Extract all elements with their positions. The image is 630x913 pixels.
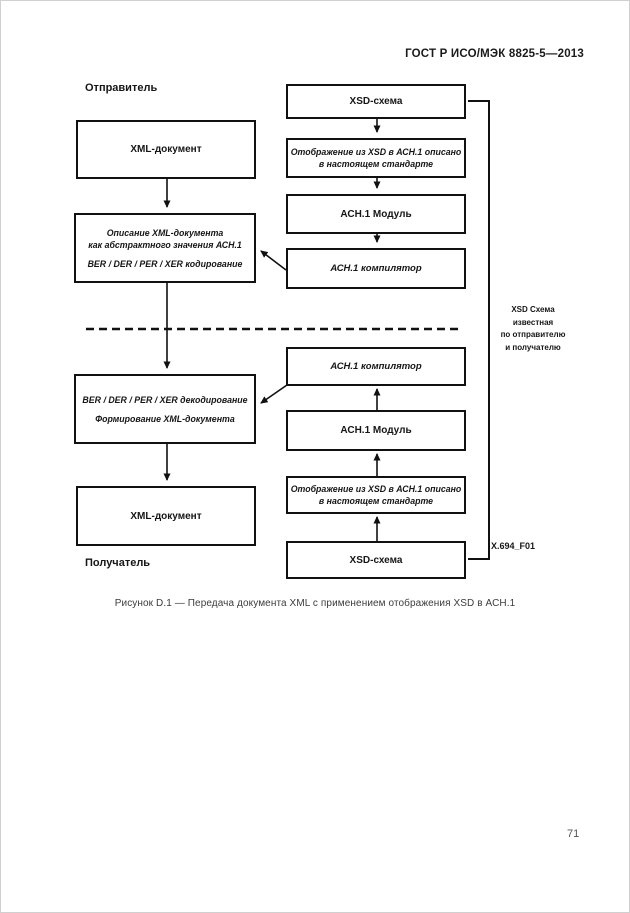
- note-line: и получателю: [505, 342, 561, 352]
- box-xml-document-sender: XML-документ: [76, 120, 256, 179]
- box-label-line: Отображение из XSD в АСН.1 описано: [290, 147, 462, 157]
- box-label: АСН.1 Модуль: [340, 208, 412, 220]
- box-label-line: Формирование XML-документа: [95, 413, 235, 424]
- box-asn1-compiler-bottom: АСН.1 компилятор: [286, 347, 466, 386]
- box-label-line: BER / DER / PER / XER кодирование: [87, 258, 243, 269]
- box-mapping-standard-bottom: Отображение из XSD в АСН.1 описано в нас…: [286, 476, 466, 514]
- xsd-shared-connector: [468, 100, 490, 560]
- page-header: ГОСТ Р ИСО/МЭК 8825-5—2013: [405, 48, 584, 60]
- box-label-line: как абстрактного значения АСН.1: [88, 239, 242, 250]
- xsd-known-note: XSD Схема известная по отправителю и пол…: [493, 304, 573, 354]
- box-label: XML-документ: [130, 510, 202, 522]
- note-line: XSD Схема: [511, 305, 555, 314]
- box-label: XSD-схема: [349, 554, 403, 566]
- box-label: АСН.1 компилятор: [330, 262, 422, 274]
- page-number: 71: [567, 828, 580, 840]
- box-label-line: Отображение из XSD в АСН.1 описано: [290, 484, 462, 494]
- box-label-line: в настоящем стандарте: [318, 159, 434, 169]
- box-describe-asn1-value: Описание XML-документа как абстрактного …: [74, 213, 256, 283]
- note-line: по отправителю: [500, 330, 566, 339]
- box-xml-document-receiver: XML-документ: [76, 486, 256, 546]
- receiver-label: Получатель: [85, 557, 151, 569]
- box-asn1-module-bottom: АСН.1 Модуль: [286, 410, 466, 451]
- box-xsd-schema-top: XSD-схема: [286, 84, 466, 119]
- sender-label: Отправитель: [85, 82, 158, 94]
- box-asn1-module-top: АСН.1 Модуль: [286, 194, 466, 234]
- box-label: XSD-схема: [349, 96, 403, 107]
- figure-caption: Рисунок D.1 — Передача документа XML с п…: [114, 598, 516, 609]
- box-label-line: Описание XML-документа: [106, 227, 224, 238]
- arrow-compiler-to-decode: [260, 384, 288, 404]
- box-label: XML-документ: [130, 144, 202, 155]
- note-line: известная: [512, 317, 554, 327]
- figure-id-label: X.694_F01: [491, 541, 536, 551]
- box-label-line: BER / DER / PER / XER декодирование: [82, 394, 248, 405]
- box-label: АСН.1 Модуль: [340, 425, 412, 436]
- box-label: АСН.1 компилятор: [330, 360, 422, 372]
- box-asn1-compiler-top: АСН.1 компилятор: [286, 248, 466, 289]
- box-xsd-schema-bottom: XSD-схема: [286, 541, 466, 579]
- box-mapping-standard-top: Отображение из XSD в АСН.1 описано в нас…: [286, 138, 466, 178]
- box-decode-build-xml: BER / DER / PER / XER декодирование Форм…: [74, 374, 256, 444]
- arrow-compiler-to-describe: [260, 250, 287, 271]
- box-label-line: в настоящем стандарте: [318, 496, 434, 506]
